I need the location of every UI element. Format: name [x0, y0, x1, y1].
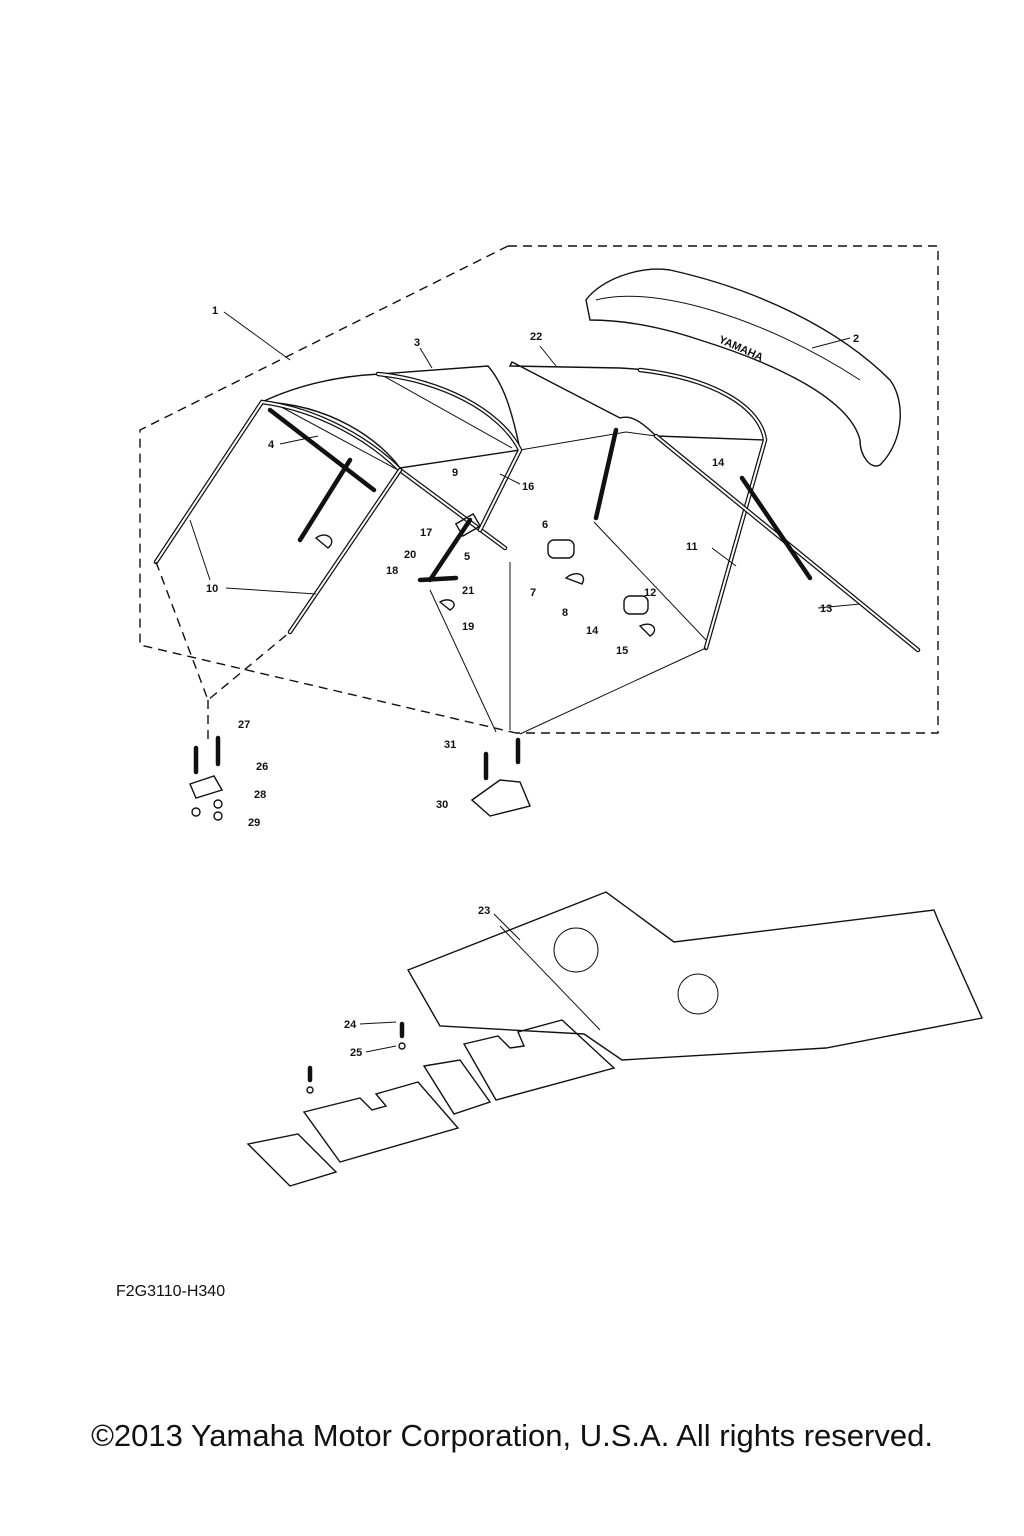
callout-18: 18: [386, 565, 398, 577]
floor-pad-4: [462, 1019, 616, 1101]
boot-cover: [585, 268, 901, 467]
callout-29: 29: [248, 817, 260, 829]
leader-3: [419, 347, 433, 369]
leader-4: [279, 435, 319, 445]
nut-29: [213, 811, 223, 821]
callout-27: 27: [238, 719, 250, 731]
bimini-canvas-rear: [508, 361, 766, 441]
pin-15: [638, 623, 656, 637]
callout-11: 11: [686, 541, 698, 553]
canvas-rear-edge: [519, 431, 657, 451]
leader-24: [359, 1021, 397, 1025]
washer-25b: [306, 1086, 314, 1094]
floor-pad-2: [302, 1081, 460, 1163]
callout-26: 26: [256, 761, 268, 773]
leader-13: [817, 603, 861, 609]
callout-17: 17: [420, 527, 432, 539]
callout-6: 6: [542, 519, 548, 531]
callout-4: 4: [268, 439, 275, 451]
fitting-6: [547, 539, 575, 559]
callout-5: 5: [464, 551, 470, 563]
fitting-12: [623, 595, 649, 615]
callout-21: 21: [462, 585, 474, 597]
callout-16: 16: [522, 481, 534, 493]
leader-1: [223, 311, 291, 361]
support-strut-14: [739, 475, 813, 581]
assembly-boundary: [508, 245, 939, 734]
pin-8: [564, 573, 585, 585]
floor-pad-1: [246, 1133, 338, 1187]
callout-7: 7: [530, 587, 536, 599]
callout-8: 8: [562, 607, 568, 619]
callout-30: 30: [436, 799, 448, 811]
hinge-mount-26: [189, 775, 224, 799]
mat-seam: [499, 925, 601, 1031]
deck-mat-23: [406, 891, 984, 1061]
callout-10: 10: [206, 583, 218, 595]
callout-31: 31: [444, 739, 456, 751]
assembly-link-4: [593, 521, 707, 641]
mat-cutout-1: [553, 927, 599, 973]
leader-10b: [225, 587, 317, 595]
frame-tube-11-inner: [639, 369, 767, 649]
canvas-seam: [271, 401, 399, 471]
callout-14b: 14: [586, 625, 599, 637]
fitting-front-arm: [297, 457, 353, 543]
pin-19: [438, 599, 455, 611]
boot-cover-fold: [595, 295, 861, 381]
callout-19: 19: [462, 621, 474, 633]
callout-22: 22: [530, 331, 542, 343]
callout-25: 25: [350, 1047, 362, 1059]
callout-15: 15: [616, 645, 628, 657]
callout-12: 12: [644, 587, 656, 599]
frame-tube-10-rear-inner: [289, 469, 401, 633]
pin-front: [314, 534, 333, 549]
callout-24: 24: [344, 1019, 357, 1031]
leader-25: [365, 1045, 397, 1053]
callout-28: 28: [254, 789, 266, 801]
copyright-notice: ©2013 Yamaha Motor Corporation, U.S.A. A…: [91, 1418, 933, 1453]
frame-tube-4: [267, 407, 377, 493]
canvas-seam-2: [379, 373, 513, 449]
callout-20: 20: [404, 549, 416, 561]
callout-2: 2: [853, 333, 859, 345]
leader-22: [539, 345, 557, 367]
leader-10a: [189, 519, 211, 581]
callout-3: 3: [414, 337, 420, 349]
callout-9: 9: [452, 467, 458, 479]
nut-29b: [191, 807, 201, 817]
leader-16: [499, 473, 521, 485]
callout-14a: 14: [712, 457, 725, 469]
callout-13: 13: [820, 603, 832, 615]
frame-tube-front-inner: [155, 400, 506, 563]
leader-11: [711, 547, 737, 567]
fitting-17-arm: [427, 517, 473, 583]
floor-pad-3: [422, 1059, 492, 1115]
callout-1: 1: [212, 305, 218, 317]
boot-cover-brand: YAMAHA: [717, 334, 765, 364]
fitting-5: [454, 512, 482, 538]
frame-tube-16-inner: [377, 373, 522, 531]
assembly-link-3: [519, 647, 707, 735]
assembly-boundary-left: [139, 245, 517, 734]
callout-23: 23: [478, 905, 490, 917]
assembly-link: [429, 589, 497, 733]
washer-28: [213, 799, 223, 809]
deck-mount-30: [470, 779, 531, 817]
mat-cutout-2: [677, 973, 719, 1015]
frame-tube-22-leg: [593, 427, 619, 521]
washer-25a: [398, 1042, 406, 1050]
left-mount-link: [155, 561, 291, 702]
bimini-canvas-front: [261, 365, 521, 469]
leader-23: [493, 913, 521, 941]
part-code: F2G3110-H340: [116, 1283, 226, 1300]
fitting-20: [417, 575, 459, 583]
leader-2: [811, 337, 851, 349]
